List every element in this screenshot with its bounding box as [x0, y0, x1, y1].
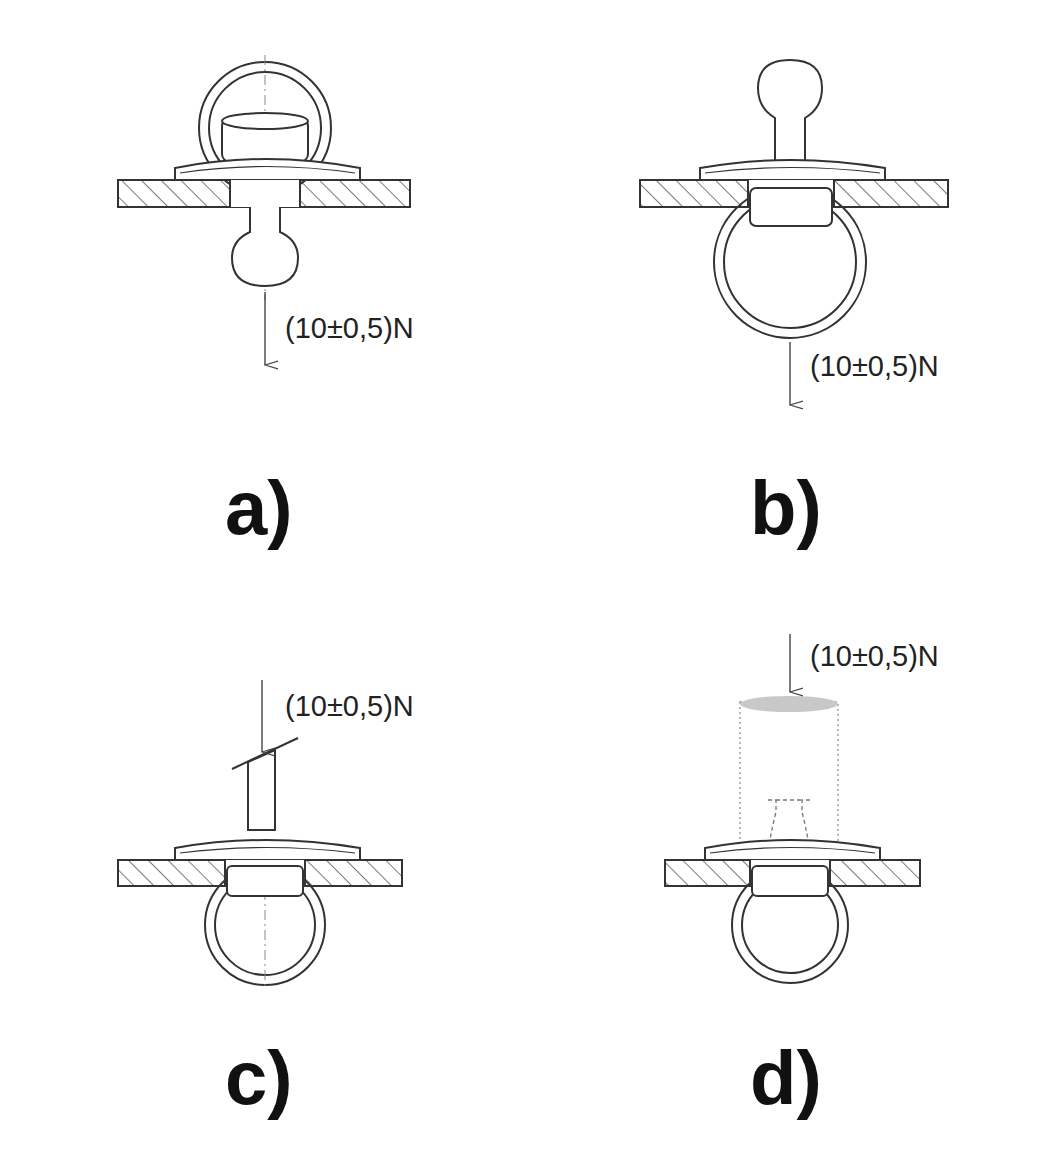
- force-label: (10±0,5)N: [285, 690, 414, 723]
- force-label: (10±0,5)N: [810, 350, 939, 383]
- pacifier-b: [640, 60, 948, 405]
- panel-letter: c): [225, 1040, 293, 1116]
- pacifier-c: [118, 680, 402, 990]
- panel-letter: a): [225, 470, 293, 546]
- panel-letter: d): [750, 1040, 822, 1116]
- force-label: (10±0,5)N: [285, 312, 414, 345]
- panel-letter: b): [750, 470, 822, 546]
- pacifier-d: [665, 634, 920, 983]
- force-label: (10±0,5)N: [810, 640, 939, 673]
